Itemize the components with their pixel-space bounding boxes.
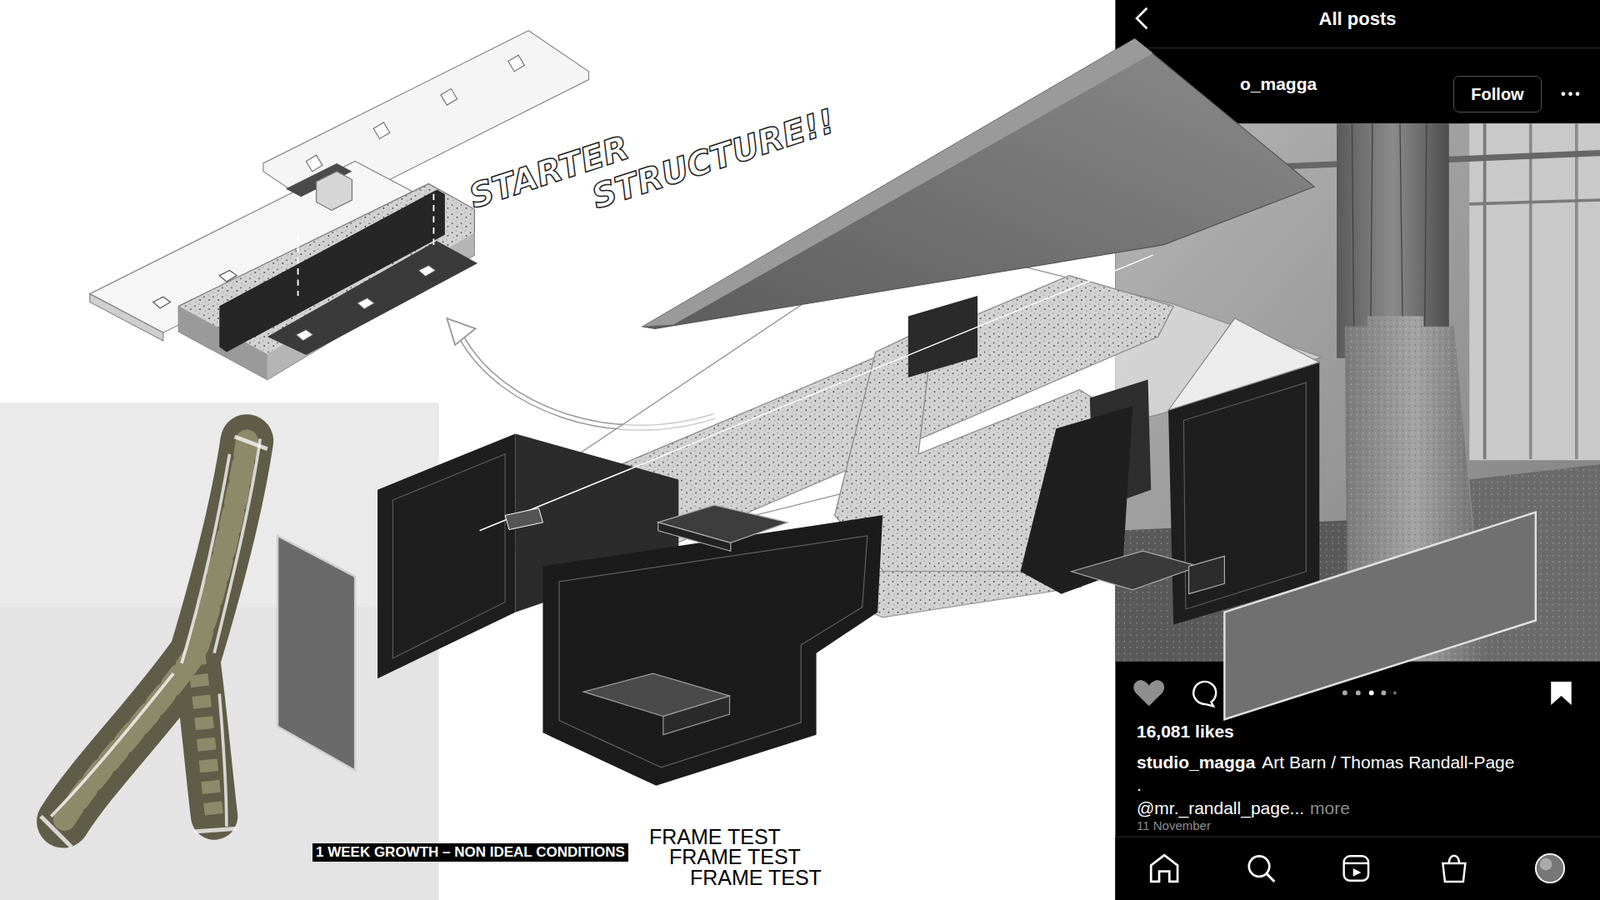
frame-test-label: FRAME TEST xyxy=(690,865,822,890)
header-title: All posts xyxy=(1115,8,1600,30)
frame-test-label: FRAME TEST xyxy=(669,845,801,870)
caption-text: Art Barn / Thomas Randall-Page xyxy=(1261,752,1515,773)
account-name: o_magga xyxy=(1240,74,1317,95)
caption-dot: . xyxy=(1136,775,1142,795)
caption-band: 1 WEEK GROWTH – NON IDEAL CONDITIONS xyxy=(312,843,629,862)
more-link: more xyxy=(1310,798,1350,819)
follow-button: Follow xyxy=(1453,75,1542,113)
mycelium-photo xyxy=(0,403,440,900)
caption-user: studio_magga xyxy=(1136,752,1255,773)
like-count: 16,081 likes xyxy=(1136,721,1235,742)
caption-mention: @mr._randall_page... xyxy=(1136,798,1305,819)
exploded-axonometric xyxy=(377,39,1536,786)
post-date: 11 November xyxy=(1136,818,1211,833)
node-text: Follow xyxy=(1470,85,1524,105)
node-text: 1 WEEK GROWTH – NON IDEAL CONDITIONS xyxy=(315,844,625,860)
